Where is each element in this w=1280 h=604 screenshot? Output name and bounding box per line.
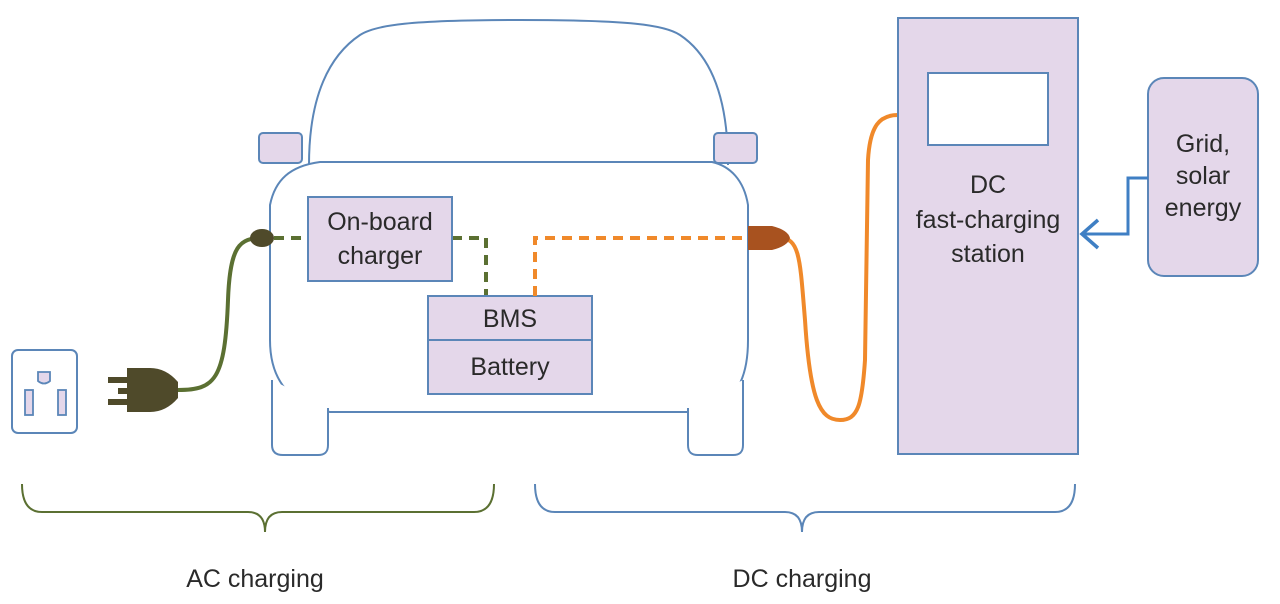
ac-internal-link	[274, 236, 488, 296]
dc-charging-brace	[534, 483, 1076, 533]
ac-plug-prong-top	[108, 377, 128, 383]
dc-internal-link	[533, 236, 752, 296]
battery-box	[427, 339, 593, 395]
right-wheel	[687, 380, 744, 456]
onboard-charger-label-1: On-board	[327, 208, 433, 236]
left-mirror	[258, 132, 303, 164]
arrow-head	[1079, 218, 1100, 250]
ac-charging-brace	[21, 483, 495, 533]
ac-plug	[108, 368, 178, 412]
ac-cable	[177, 236, 263, 392]
outlet-ground-slot	[37, 371, 51, 385]
outlet-plate	[11, 349, 78, 434]
ac-charging-caption: AC charging	[186, 565, 324, 593]
grid-label-3: energy	[1165, 194, 1242, 222]
dc-connector	[748, 226, 790, 250]
left-wheel	[271, 380, 329, 456]
battery-label: Battery	[470, 353, 550, 381]
onboard-charger-label-2: charger	[338, 242, 423, 270]
dc-station-label-2: fast-charging	[916, 206, 1061, 234]
bms-label: BMS	[483, 305, 537, 333]
onboard-charger-box	[307, 196, 453, 282]
right-mirror	[713, 132, 758, 164]
outlet-right-slot	[57, 389, 67, 416]
ac-plug-prong-mid	[118, 388, 128, 394]
ac-plug-body	[127, 368, 178, 412]
dc-charging-caption: DC charging	[733, 565, 872, 593]
grid-label-1: Grid,	[1176, 130, 1230, 158]
ac-plug-prong-bottom	[108, 399, 128, 405]
dc-station-label-1: DC	[970, 171, 1006, 199]
dc-station-label-3: station	[951, 240, 1025, 268]
ac-inlet-port	[250, 229, 274, 247]
wall-outlet	[11, 349, 78, 434]
grid-to-station-arrow	[1084, 176, 1148, 236]
car-roof	[308, 18, 729, 166]
dc-station-screen	[927, 72, 1049, 146]
dc-cable	[779, 113, 899, 423]
outlet-left-slot	[24, 389, 34, 416]
grid-label-2: solar	[1176, 162, 1230, 190]
